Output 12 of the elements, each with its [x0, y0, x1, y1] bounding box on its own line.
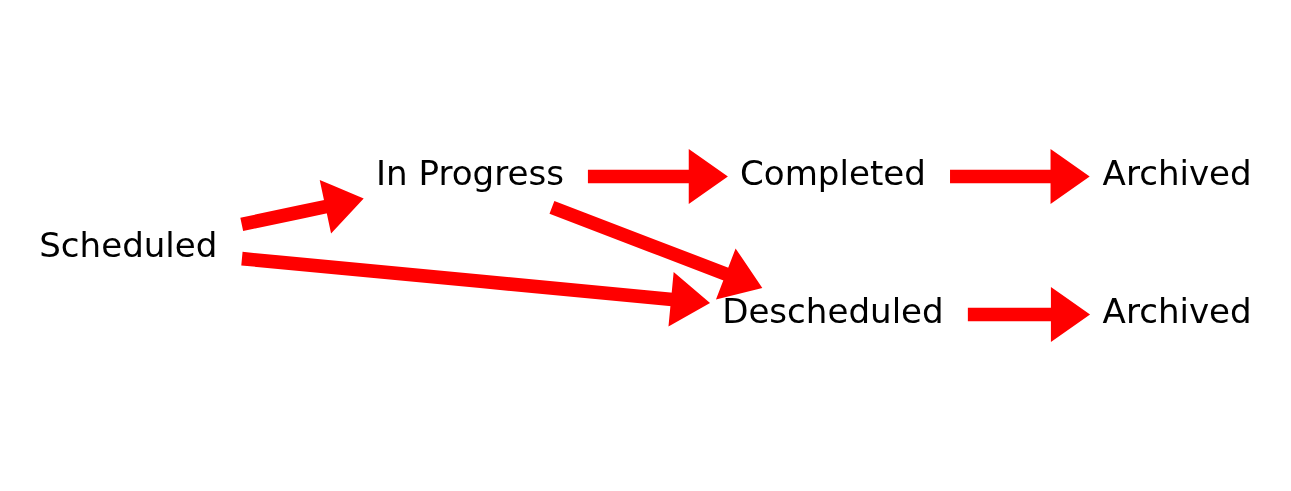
- node-text: Completed: [740, 153, 926, 194]
- node-text: In Progress: [376, 153, 564, 194]
- arrow: [240, 179, 364, 234]
- node-text: Archived: [1102, 291, 1252, 332]
- node-text: Archived: [1102, 153, 1252, 194]
- node-text: Descheduled: [722, 291, 944, 332]
- node-text: Scheduled: [39, 224, 218, 265]
- arrow: [549, 200, 763, 300]
- arrow: [241, 251, 711, 327]
- arrow: [950, 149, 1090, 204]
- arrow: [587, 149, 728, 204]
- arrow: [967, 287, 1091, 342]
